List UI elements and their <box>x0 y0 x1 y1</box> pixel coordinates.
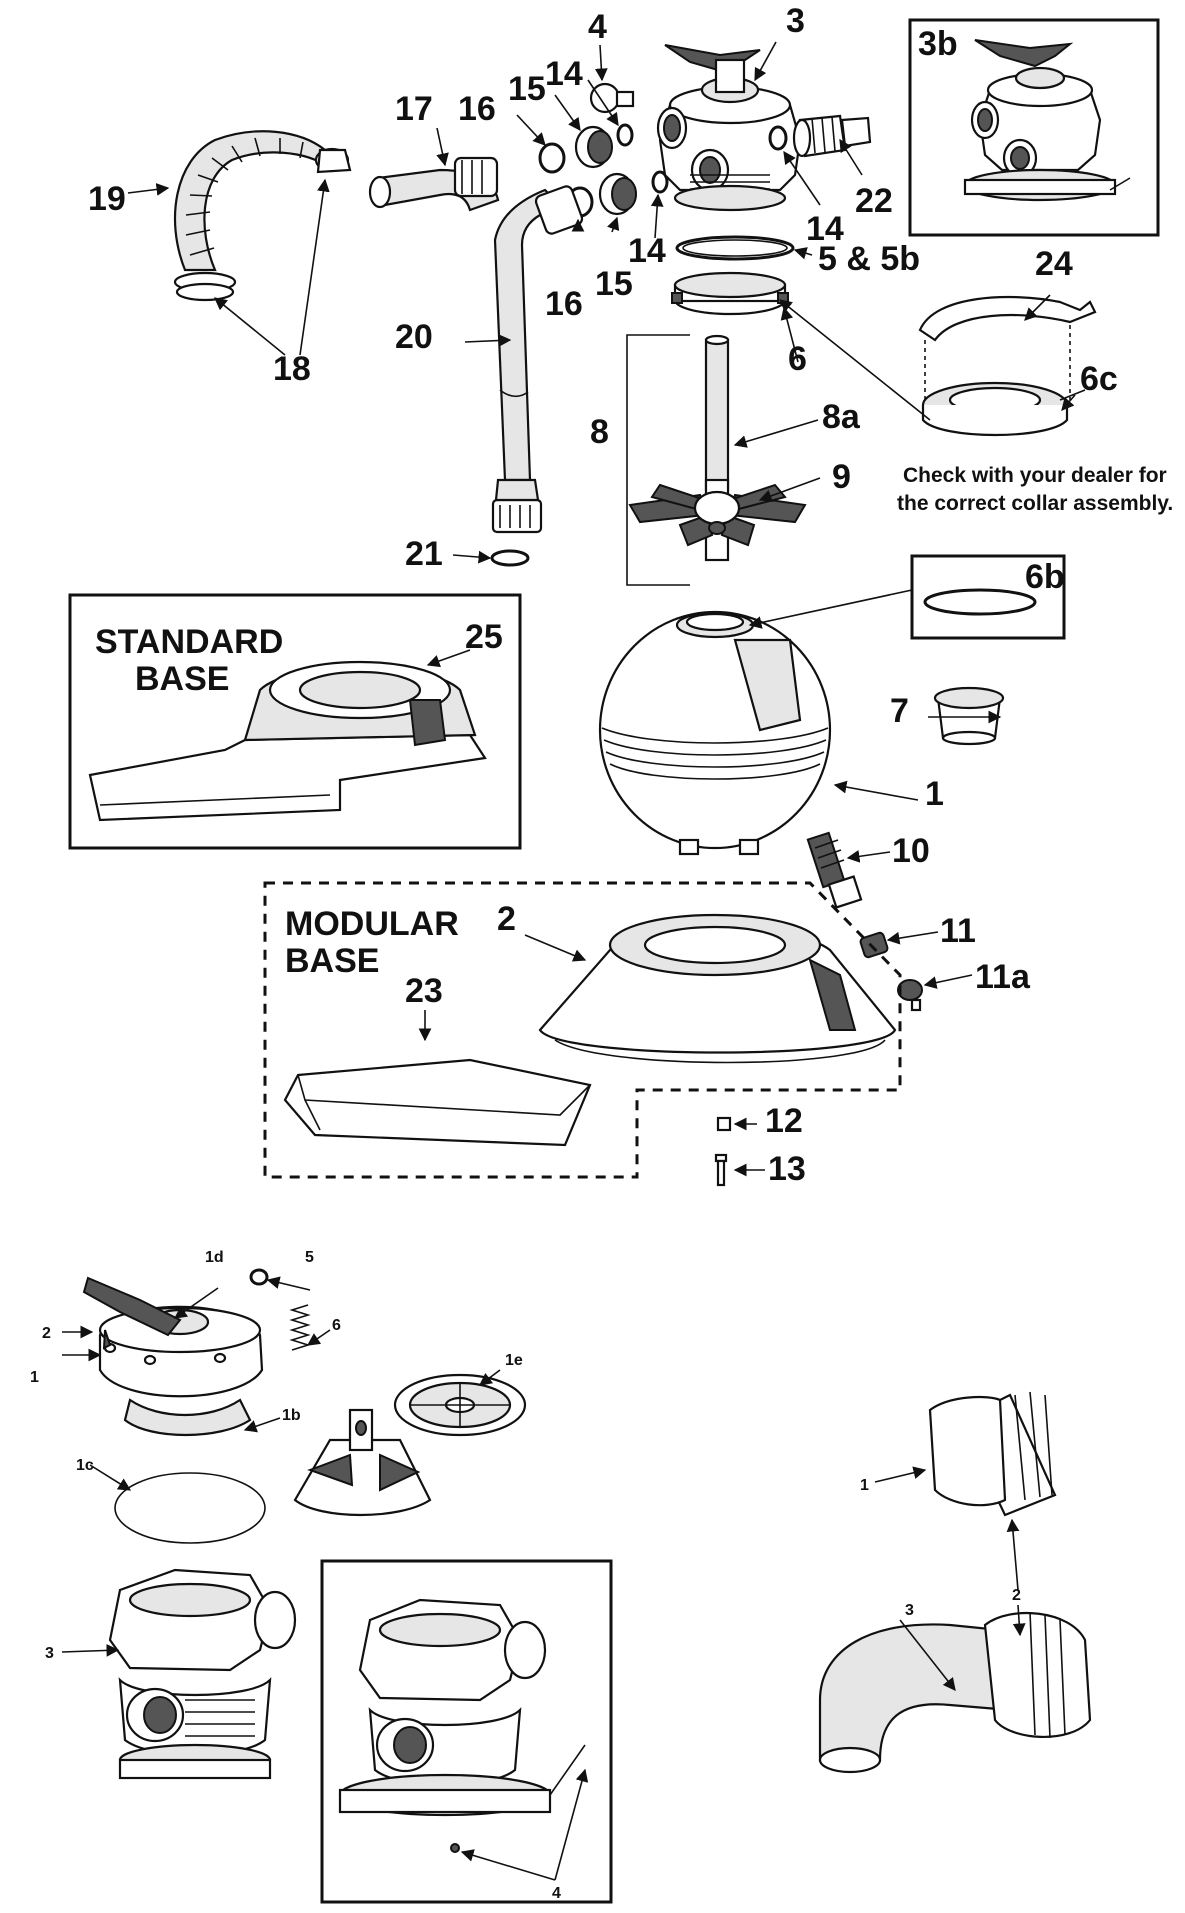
callout-3: 3 <box>786 2 805 40</box>
modular-base-label-line2: BASE <box>285 942 379 980</box>
union-callout-2: 2 <box>1012 1587 1021 1604</box>
nut-part <box>716 1116 732 1132</box>
callout-2: 2 <box>497 900 516 938</box>
valve-body-part <box>108 1568 297 1780</box>
callout-18: 18 <box>273 350 311 388</box>
callout-8: 8 <box>590 413 609 451</box>
bolt-part <box>714 1153 728 1187</box>
callout-11: 11 <box>940 912 976 950</box>
inset-box-6b <box>910 554 1066 640</box>
lateral-assembly-part <box>626 334 807 586</box>
valve-callout-1d: 1d <box>205 1249 224 1266</box>
callout-8a: 8a <box>822 398 861 436</box>
union-callout-3: 3 <box>905 1602 914 1619</box>
rotor-disc-part <box>393 1373 527 1437</box>
inset-box-valve <box>320 1559 613 1904</box>
callout-3b: 3b <box>918 25 958 63</box>
callout-19: 19 <box>88 180 126 218</box>
valve-callout-5: 5 <box>305 1249 314 1266</box>
callout-20: 20 <box>395 318 433 356</box>
hose-adapter-part <box>768 114 872 158</box>
callout-23: 23 <box>405 972 443 1010</box>
filter-tank-part <box>598 610 832 856</box>
callout-17: 17 <box>395 90 433 128</box>
collar-clamp-part <box>671 271 789 316</box>
callout-6: 6 <box>788 340 807 378</box>
callout-6b: 6b <box>1025 558 1065 596</box>
inset-box-3b <box>908 18 1160 237</box>
callout-14-top: 14 <box>545 55 583 93</box>
callout-13: 13 <box>768 1150 806 1188</box>
valve-3b-part <box>963 39 1131 202</box>
union-parts <box>818 1391 1092 1774</box>
valve-callout-1: 1 <box>30 1369 39 1386</box>
callout-15-top: 15 <box>508 70 546 108</box>
standard-base-label-line2: BASE <box>135 660 229 698</box>
callout-7: 7 <box>890 692 909 730</box>
standard-base-part <box>88 660 487 822</box>
standard-base-box <box>68 593 522 850</box>
leader-arrows <box>127 41 1076 1177</box>
flex-hose-part <box>173 130 352 302</box>
modular-base-part <box>538 913 897 1064</box>
rotor-part <box>293 1408 432 1517</box>
collar-assembly-part <box>918 295 1097 437</box>
washer-part <box>490 549 530 567</box>
long-hose-part <box>491 185 584 534</box>
oring-part <box>675 235 795 261</box>
callout-21: 21 <box>405 535 443 573</box>
oring-6b-part <box>923 588 1037 616</box>
callout-9: 9 <box>832 458 851 496</box>
valve-body-inset-part <box>338 1598 586 1853</box>
gasket-nut-parts <box>538 82 669 218</box>
callout-6c: 6c <box>1080 360 1118 398</box>
gasket-disc-part <box>114 1472 266 1544</box>
callout-14-right: 14 <box>806 210 844 248</box>
callout-15-bottom: 15 <box>595 265 633 303</box>
leader-arrows-small <box>61 1276 1026 1881</box>
modular-base-box <box>263 881 902 1179</box>
callout-10: 10 <box>892 832 930 870</box>
elbow-adapter-part <box>368 156 500 212</box>
modular-base-tray-part <box>283 1058 592 1147</box>
valve-callout-4: 4 <box>552 1885 561 1902</box>
callout-1: 1 <box>925 775 944 813</box>
spring-part <box>289 1304 311 1351</box>
callout-14-left: 14 <box>628 232 666 270</box>
valve-callout-6: 6 <box>332 1317 341 1334</box>
callout-12: 12 <box>765 1102 803 1140</box>
multiport-valve-part <box>656 44 802 212</box>
callout-24: 24 <box>1035 245 1073 283</box>
valve-callout-1b: 1b <box>282 1407 301 1424</box>
callout-11a: 11a <box>975 958 1031 996</box>
valve-callout-3: 3 <box>45 1645 54 1662</box>
valve-callout-1e: 1e <box>505 1352 523 1369</box>
callout-22: 22 <box>855 182 893 220</box>
callout-16-bottom: 16 <box>545 285 583 323</box>
callout-4: 4 <box>588 8 607 46</box>
callout-25: 25 <box>465 618 503 656</box>
valve-callout-2: 2 <box>42 1325 51 1342</box>
callout-16-top: 16 <box>458 90 496 128</box>
small-oring-part <box>249 1268 269 1286</box>
union-callout-1: 1 <box>860 1477 869 1494</box>
cup-part <box>933 686 1005 746</box>
drain-parts <box>806 831 923 1012</box>
valve-callout-1c: 1c <box>76 1457 94 1474</box>
collar-note-line1: Check with your dealer for <box>903 464 1167 487</box>
callout-5-5b: 5 & 5b <box>818 240 920 278</box>
standard-base-label-line1: STANDARD <box>95 623 283 661</box>
modular-base-label-line1: MODULAR <box>285 905 459 943</box>
valve-top-part <box>82 1276 264 1437</box>
collar-note-line2: the correct collar assembly. <box>897 492 1173 515</box>
